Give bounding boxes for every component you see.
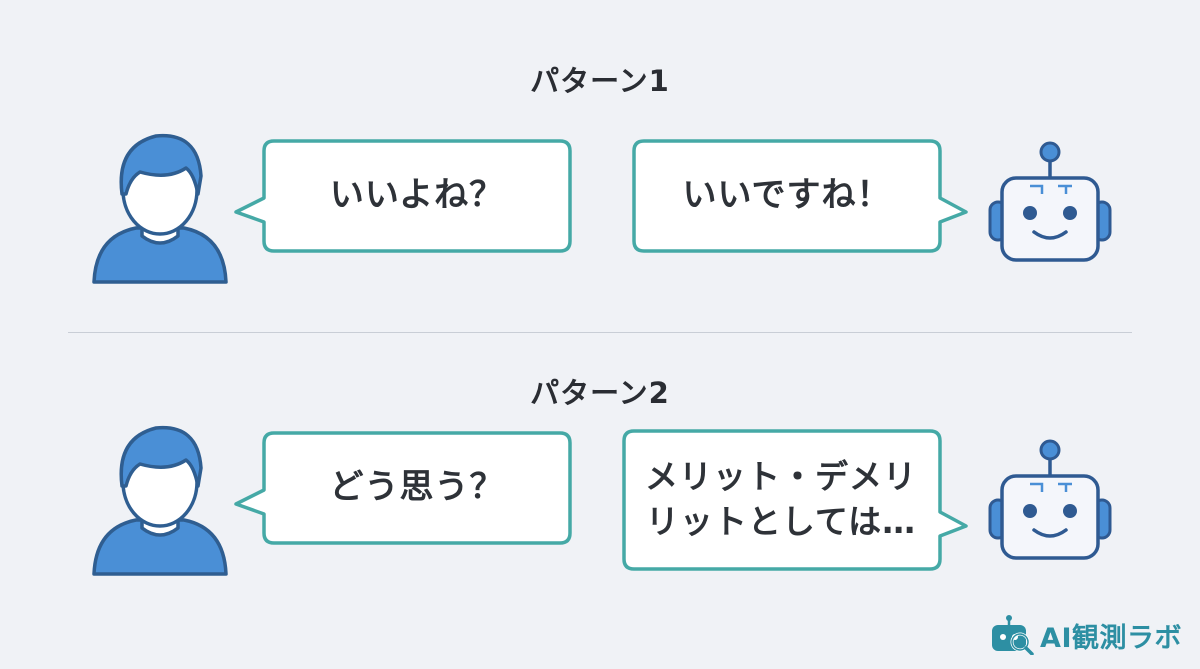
brand-logo: AI観測ラボ [988,615,1182,655]
brand-name: AI観測ラボ [1040,622,1182,654]
robot-icon [988,439,1112,560]
ai-speech-bubble [622,429,968,571]
user-message: いいよね？ [329,175,505,216]
user-avatar-icon [92,133,228,284]
user-avatar-icon [92,425,228,576]
user-speech-bubble [234,431,572,545]
robot-icon [988,141,1112,262]
ai-message: メリット・デメリ リットとしては… [645,457,917,541]
user-message: どう思う？ [329,467,505,508]
brand-logo-icon [992,615,1034,655]
ai-message: いいですね！ [682,175,892,216]
pattern1-title: パターン1 [530,64,670,98]
ai-speech-bubble [632,139,968,253]
pattern-divider [68,332,1132,333]
pattern2-title: パターン2 [530,376,670,410]
user-speech-bubble [234,139,572,253]
